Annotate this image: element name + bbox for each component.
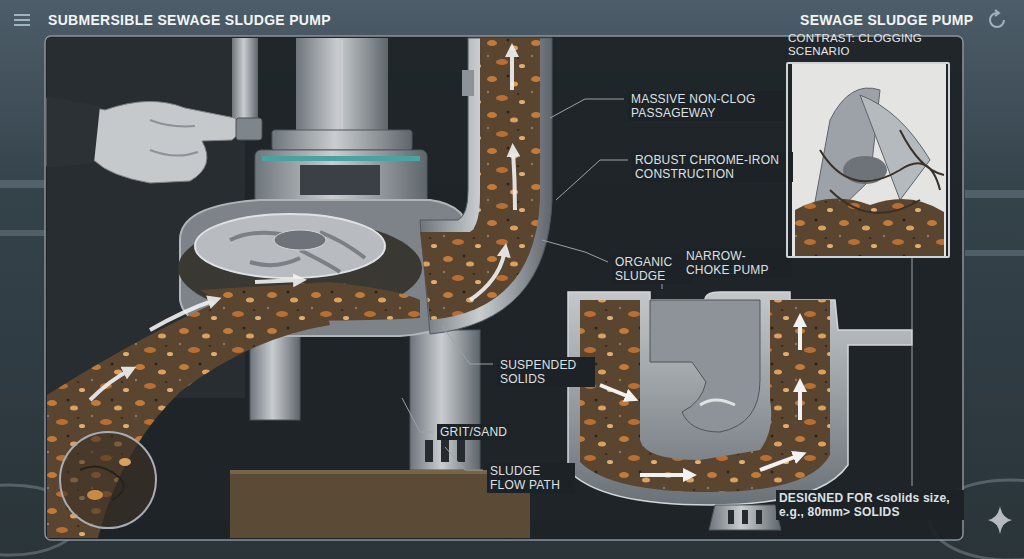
menu-icon bbox=[14, 15, 30, 25]
leader-lines bbox=[402, 99, 912, 486]
callout-label: MASSIVE NON-CLOG PASSAGEWAY bbox=[628, 91, 784, 121]
callout-label: SLUDGE FLOW PATH bbox=[487, 463, 575, 493]
header-label: SEWAGE SLUDGE PUMP bbox=[800, 11, 973, 29]
sparkle-icon bbox=[988, 506, 1012, 534]
callout-label: ROBUST CHROME-IRON CONSTRUCTION bbox=[632, 152, 793, 182]
callout-label: GRIT/SAND bbox=[437, 424, 510, 440]
callout-label: NARROW-CHOKE PUMP bbox=[683, 248, 792, 278]
main-panel bbox=[45, 36, 963, 540]
inset-box: CONTRAST: CLOGGING SCENARIO bbox=[786, 32, 950, 258]
callout-label: ORGANIC SLUDGE bbox=[612, 254, 693, 284]
main-pump bbox=[47, 38, 552, 538]
callout-label: SUSPENDED SOLIDS bbox=[497, 357, 595, 387]
refresh-icon bbox=[990, 10, 1004, 27]
inset-heading: CONTRAST: CLOGGING SCENARIO bbox=[786, 32, 950, 58]
clogging-picture bbox=[792, 64, 946, 256]
design-note: DESIGNED FOR <solids size, e.g., 80mm> S… bbox=[776, 490, 964, 520]
inset-frame bbox=[786, 62, 950, 258]
page-title: SUBMERSIBLE SEWAGE SLUDGE PUMP bbox=[48, 11, 331, 29]
